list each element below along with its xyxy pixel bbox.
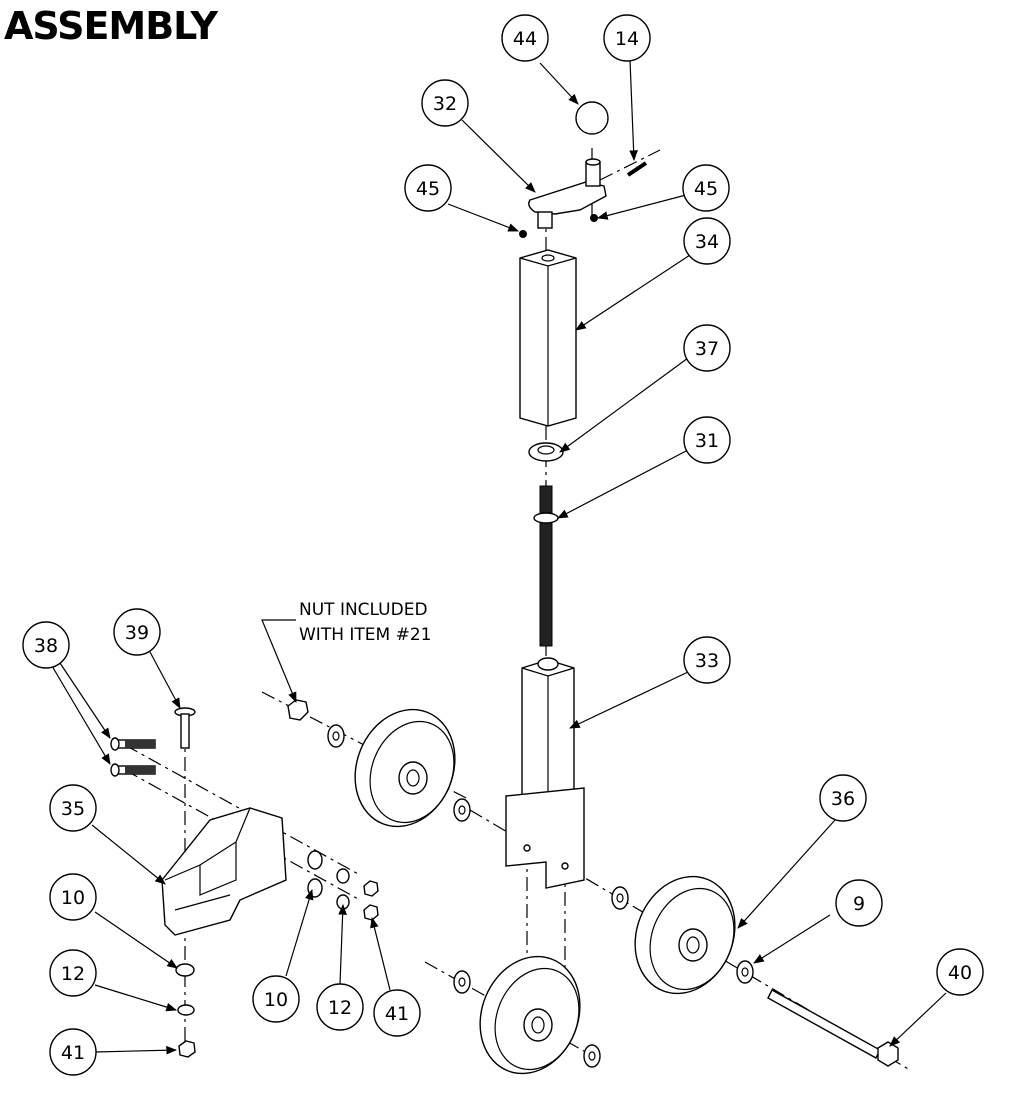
part-wheel-upper-left: [354, 708, 456, 828]
callout-37-label: 37: [695, 338, 719, 360]
callout-10-left-label: 10: [61, 887, 85, 909]
callout-41-right-label: 41: [385, 1003, 409, 1025]
callout-14: 14: [603, 14, 651, 62]
callout-10-right-label: 10: [264, 989, 288, 1011]
assembly-center-lines: [124, 148, 911, 1071]
callout-12-left-label: 12: [61, 963, 85, 985]
part-thrust-bearing: [528, 442, 564, 462]
callout-32: 32: [421, 79, 469, 127]
part-axle-bolt: [767, 989, 899, 1067]
callout-34: 34: [683, 217, 731, 265]
part-roll-pin: [626, 161, 648, 177]
page-title: ASSEMBLY: [4, 4, 218, 48]
part-nuts: [177, 699, 379, 1058]
callout-33: 33: [683, 636, 731, 684]
callout-12-right: 12: [316, 983, 364, 1031]
callout-31-label: 31: [695, 430, 719, 452]
nut-note-line2: WITH ITEM #21: [299, 625, 432, 645]
callout-36: 36: [819, 774, 867, 822]
part-set-screws: [519, 214, 598, 238]
callout-9-label: 9: [853, 893, 865, 915]
callout-44-label: 44: [513, 28, 537, 50]
nut-note: NUT INCLUDED WITH ITEM #21: [299, 598, 431, 648]
part-crank-handle: [528, 158, 607, 229]
callout-34-label: 34: [695, 231, 719, 253]
callout-38: 38: [22, 621, 70, 669]
callout-10-left: 10: [49, 873, 97, 921]
callout-9: 9: [835, 879, 883, 927]
callout-38-label: 38: [34, 635, 58, 657]
part-knob: [575, 101, 609, 135]
callout-35-label: 35: [61, 798, 85, 820]
callout-40-label: 40: [948, 962, 972, 984]
callout-37: 37: [683, 324, 731, 372]
nut-note-line1: NUT INCLUDED: [299, 600, 428, 620]
callout-12-right-label: 12: [328, 997, 352, 1019]
part-mounting-bracket: [161, 807, 287, 936]
callout-45-right-label: 45: [694, 178, 718, 200]
part-upper-tube: [519, 249, 577, 427]
callout-44: 44: [501, 14, 549, 62]
part-wheel-right: [634, 875, 736, 995]
callout-12-left: 12: [49, 949, 97, 997]
callout-10-right: 10: [252, 975, 300, 1023]
part-lead-screw: [533, 485, 559, 647]
callout-45-left: 45: [404, 164, 452, 212]
callout-33-label: 33: [695, 650, 719, 672]
callout-45-left-label: 45: [416, 178, 440, 200]
callout-35: 35: [49, 784, 97, 832]
callout-39: 39: [113, 608, 161, 656]
callout-41-left: 41: [49, 1028, 97, 1076]
part-wheel-lower: [479, 955, 581, 1075]
leader-lines: [51, 59, 947, 1055]
callout-40: 40: [936, 948, 984, 996]
part-washers: [175, 724, 754, 1068]
callout-31: 31: [683, 416, 731, 464]
callouts: 44 14 32 45 45 34 37 31 33 38 39 35 10 1…: [22, 14, 984, 1076]
callout-41-left-label: 41: [61, 1042, 85, 1064]
callout-45-right: 45: [682, 164, 730, 212]
callout-39-label: 39: [125, 622, 149, 644]
callout-36-label: 36: [831, 788, 855, 810]
part-lower-tube: [505, 657, 585, 889]
part-carriage-bolts: [110, 737, 156, 777]
callout-14-label: 14: [615, 28, 639, 50]
part-vertical-bolt: [174, 707, 196, 749]
callout-32-label: 32: [433, 93, 457, 115]
callout-41-right: 41: [373, 989, 421, 1037]
